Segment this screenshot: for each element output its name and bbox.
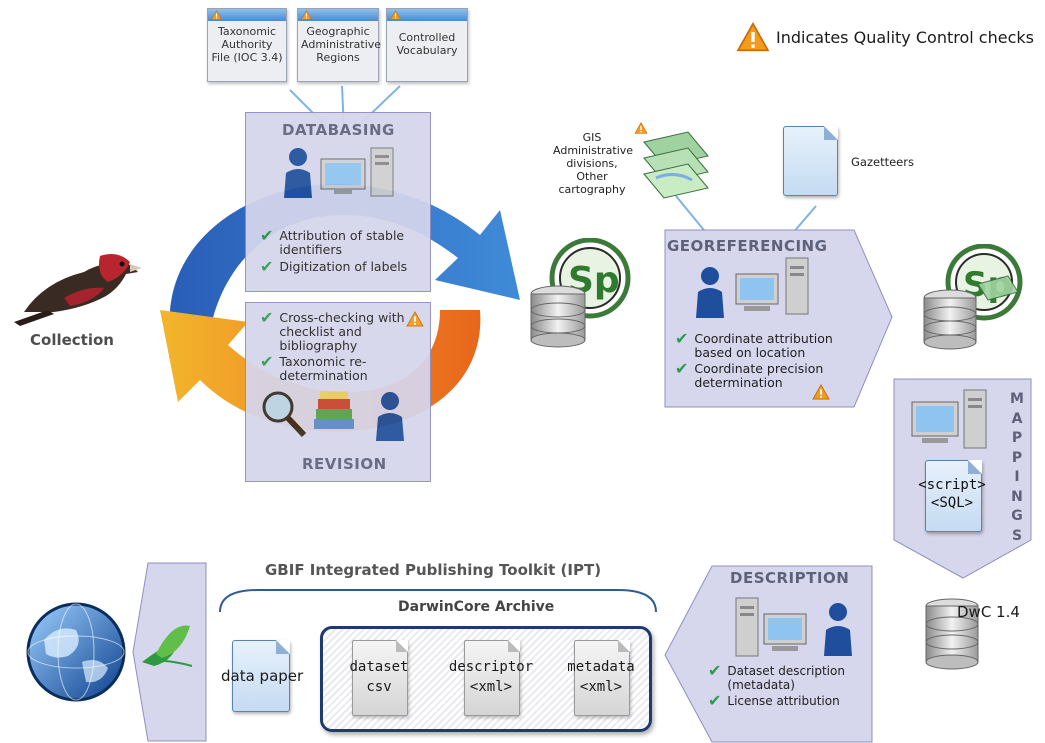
ipt-bracket [219, 589, 657, 613]
archive-doc-line2: <xml> [579, 679, 623, 695]
script-document-icon [925, 460, 982, 532]
archive-doc-line2: <xml> [469, 679, 513, 695]
revision-item: Cross-checking with checklist and biblio… [279, 310, 405, 353]
specify-database-icon: Sp [923, 244, 1023, 350]
workstation-icon [735, 597, 852, 657]
source-label: Controlled Vocabulary [396, 31, 458, 57]
georeferencing-item: Coordinate attribution based on location [694, 331, 833, 360]
data-paper-document-icon [232, 640, 290, 712]
gazetteers-label: Gazetteers [851, 155, 914, 169]
source-taxonomic-authority: Taxonomic Authority File (IOC 3.4) [207, 8, 287, 82]
revision-item: Taxonomic re-determination [279, 354, 368, 383]
workstation-icon [696, 257, 809, 318]
specify-database-icon: Sp [530, 238, 631, 348]
source-label: Geographic Administrative Regions [301, 25, 382, 64]
databasing-item: Attribution of stable identifiers [279, 228, 405, 257]
dataset-document-icon [352, 640, 408, 716]
dwc-label: DwC 1.4 [957, 603, 1020, 621]
gis-layers-icon [634, 122, 709, 199]
data-paper-label: data paper [221, 667, 304, 685]
source-geographic-regions: Geographic Administrative Regions [297, 8, 382, 82]
description-item: License attribution [727, 694, 840, 708]
mappings-sql-text: <SQL> [930, 495, 974, 511]
globe-icon [26, 602, 126, 702]
georeferencing-panel-shape [664, 229, 893, 408]
archive-doc-line2: csv [366, 679, 392, 695]
gazetteers-document-icon [783, 126, 838, 196]
revision-tools-icon [262, 391, 404, 441]
source-label: Taxonomic Authority File (IOC 3.4) [211, 25, 283, 64]
georeferencing-title: GEOREFERENCING [667, 237, 828, 255]
databasing-title: DATABASING [282, 121, 395, 139]
archive-title: DarwinCore Archive [398, 599, 555, 615]
source-controlled-vocabulary: Controlled Vocabulary [386, 8, 468, 82]
archive-doc-line1: metadata [567, 659, 635, 675]
georeferencing-item: Coordinate precision determination [694, 361, 824, 390]
workstation-icon [911, 389, 987, 449]
collection-label: Collection [30, 331, 114, 349]
descriptor-document-icon [464, 640, 520, 716]
databasing-panel: DATABASING ✔Attribution of stable identi… [245, 112, 431, 292]
dwc-database-icon [925, 598, 979, 670]
metadata-document-icon [574, 640, 630, 716]
gis-label: GIS Administrative divisions, Other cart… [553, 131, 634, 196]
databasing-item: Digitization of labels [279, 259, 408, 274]
ipt-side-panel [132, 562, 207, 742]
description-item: Dataset description (metadata) [727, 664, 845, 692]
archive-doc-line1: dataset [349, 659, 409, 675]
legend-text: Indicates Quality Control checks [776, 27, 1034, 47]
mappings-title: MAPPINGS [1010, 391, 1024, 544]
revision-panel: ✔Cross-checking with checklist and bibli… [245, 302, 431, 482]
legend: Indicates Quality Control checks [736, 22, 1034, 52]
revision-title: REVISION [302, 455, 387, 473]
workstation-icon [284, 147, 394, 198]
bird-icon [14, 254, 142, 326]
mappings-script-text: <script> [918, 477, 986, 493]
description-title: DESCRIPTION [730, 569, 850, 587]
warning-icon [812, 384, 830, 400]
archive-doc-line1: descriptor [448, 659, 534, 675]
ipt-title: GBIF Integrated Publishing Toolkit (IPT) [265, 561, 602, 579]
